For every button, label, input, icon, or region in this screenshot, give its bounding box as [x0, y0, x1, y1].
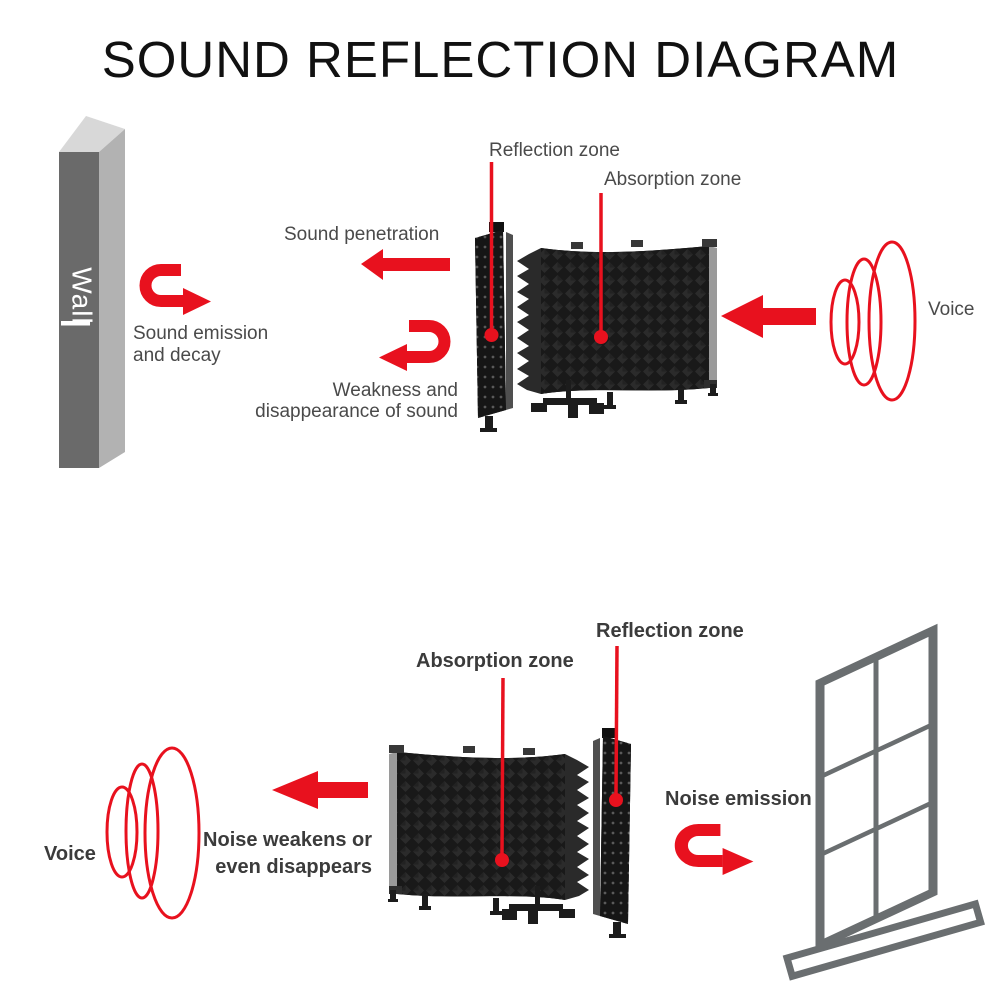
reflection-zone-dot	[484, 328, 499, 342]
absorption-zone-label-top: Absorption zone	[604, 169, 742, 190]
shield-bottom	[388, 728, 631, 938]
voice-label-bottom: Voice	[44, 843, 96, 865]
window-sill	[782, 899, 985, 981]
weakness-arrow	[379, 326, 445, 371]
wall-label-wrap: Wall	[56, 255, 108, 337]
noise-emission-arrow	[681, 830, 753, 875]
voice-arrow-top	[721, 295, 816, 338]
voice-waves-top	[829, 240, 917, 402]
wall-underline	[61, 321, 90, 326]
voice-label-top: Voice	[928, 299, 975, 320]
noise-weakens-arrow	[272, 771, 368, 809]
absorption-zone-line-bottom	[500, 677, 505, 855]
noise-weakens-label: Noise weakens or even disappears	[203, 829, 372, 878]
voice-waves-bottom	[105, 746, 201, 920]
reflection-zone-label-bottom: Reflection zone	[596, 620, 744, 642]
wall-label: Wall	[67, 267, 98, 325]
wall-top-face	[59, 116, 125, 152]
sound-emission-label: Sound emission and decay	[133, 323, 269, 366]
window-mullion-h1	[820, 721, 933, 780]
page-title: SOUND REFLECTION DIAGRAM	[101, 31, 900, 88]
reflection-zone-line-bottom	[614, 645, 619, 795]
absorption-zone-dot-bottom	[495, 853, 509, 867]
shield-top	[475, 222, 718, 432]
absorption-zone-label-bottom: Absorption zone	[416, 650, 574, 672]
bottom-zone-pointers	[495, 645, 623, 867]
noise-emission-label: Noise emission	[665, 788, 812, 810]
wall-side-face	[99, 129, 125, 468]
reflection-zone-dot-bottom	[609, 793, 623, 807]
wall-front-face	[59, 152, 99, 468]
wall-graphic	[59, 116, 125, 468]
absorption-zone-dot	[594, 330, 608, 344]
top-zone-pointers	[484, 162, 608, 344]
window-graphic	[782, 623, 985, 981]
sound-emission-arrow	[146, 270, 212, 315]
window-mullion-h2	[820, 799, 933, 858]
reflection-zone-label-top: Reflection zone	[489, 140, 620, 161]
sound-penetration-arrow	[361, 249, 450, 280]
sound-penetration-label: Sound penetration	[284, 224, 440, 245]
weakness-label: Weakness and disappearance of sound	[255, 380, 458, 422]
